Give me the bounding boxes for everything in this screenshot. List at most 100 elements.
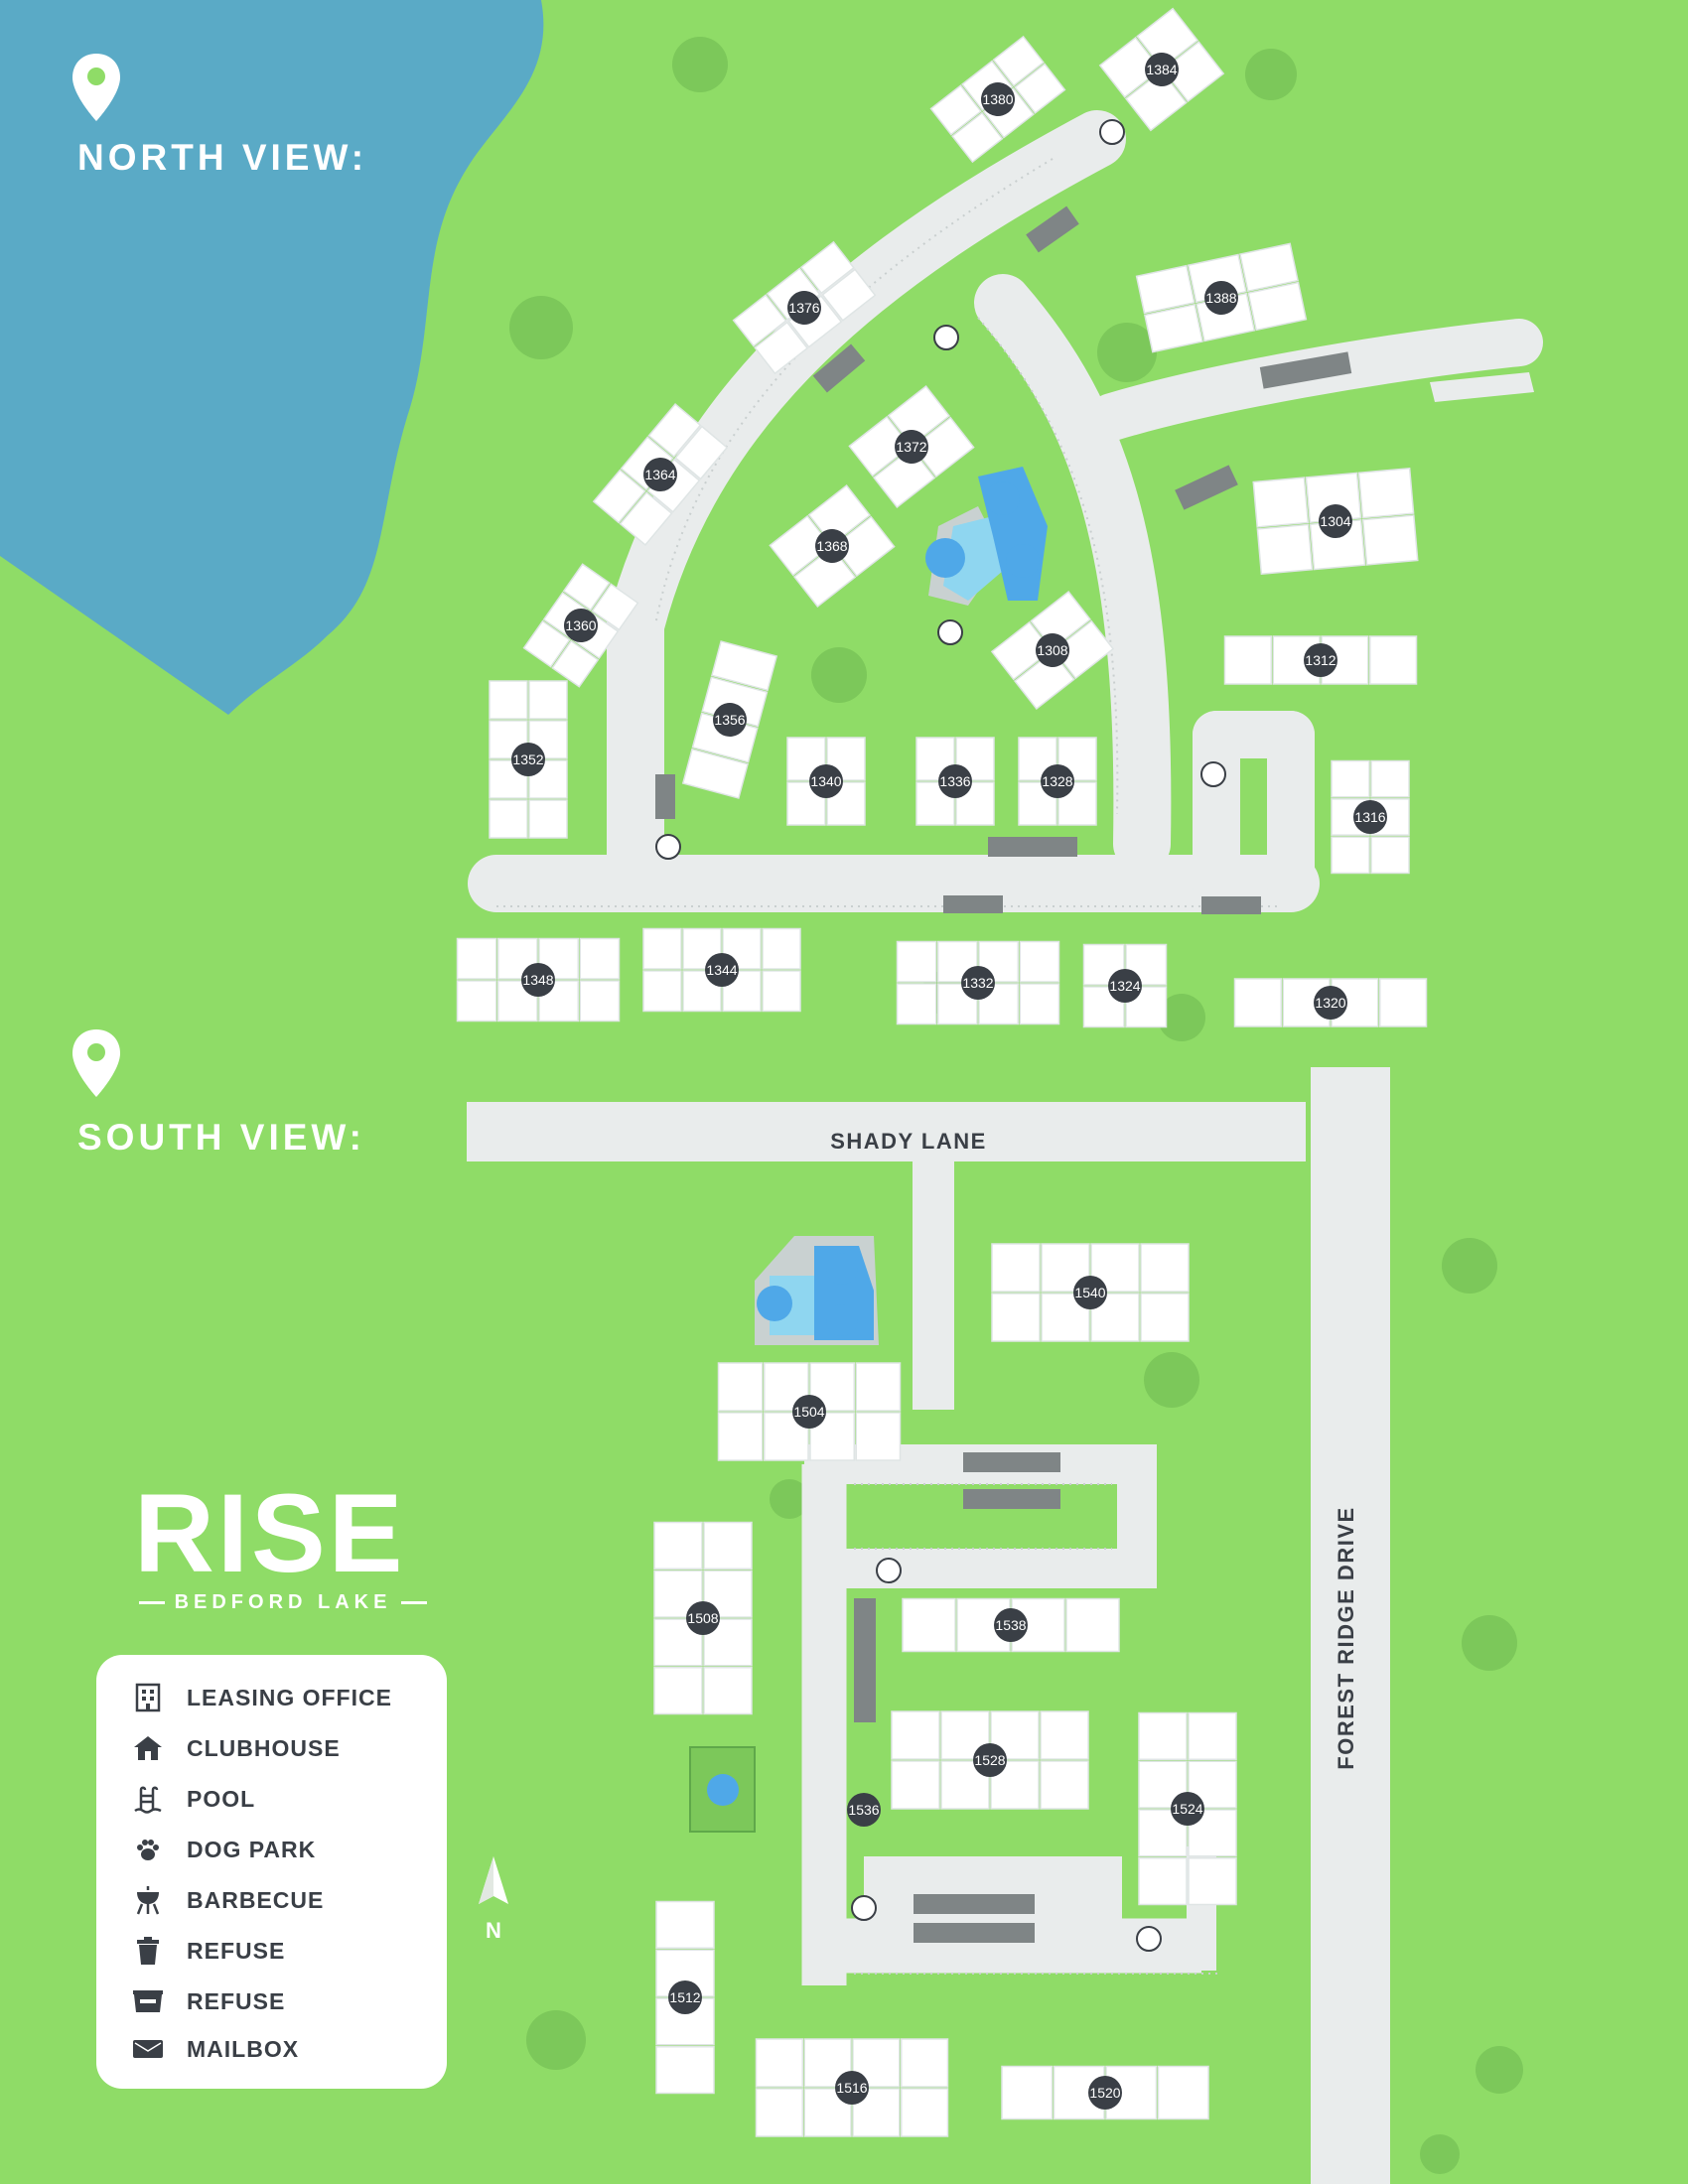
unit [655, 2046, 715, 2095]
unit [1223, 635, 1272, 685]
unit [755, 2038, 803, 2088]
building-number: 1304 [1320, 513, 1350, 529]
unit [1370, 759, 1410, 798]
legend-item-refuse-bin: REFUSE [131, 1934, 285, 1968]
divider [401, 1601, 428, 1604]
legend-label: CLUBHOUSE [187, 1734, 341, 1761]
building-number: 1536 [848, 1802, 879, 1818]
unit [717, 1412, 764, 1461]
unit [848, 415, 912, 478]
unit [1135, 264, 1196, 315]
unit [1019, 940, 1060, 983]
building-number: 1312 [1305, 652, 1336, 668]
leasing-office-icon [131, 1681, 165, 1714]
unit [489, 680, 528, 720]
unit [562, 563, 611, 612]
unit [855, 1412, 902, 1461]
unit [762, 927, 801, 970]
building: 1520 [1001, 2065, 1209, 2120]
unit [1124, 69, 1188, 132]
building-number: 1376 [788, 300, 819, 316]
unit [711, 640, 778, 692]
unit [1098, 36, 1162, 98]
unit [1357, 467, 1415, 519]
legend-item-clubhouse: CLUBHOUSE [131, 1731, 341, 1765]
unit [1256, 523, 1314, 576]
legend-item-pool: POOL [131, 1782, 255, 1816]
building-number: 1516 [836, 2080, 867, 2096]
building-number-badge [643, 458, 677, 491]
building: 1340 [786, 737, 866, 826]
legend-item-refuse-dumpster: REFUSE [131, 1984, 285, 2018]
building-number-badge [835, 2071, 869, 2105]
unit [647, 403, 702, 459]
building: 1304 [1252, 467, 1419, 576]
unit [551, 639, 600, 688]
legend-item-barbecue: BARBECUE [131, 1883, 324, 1917]
building-number-badge [895, 430, 928, 464]
legend-label: DOG PARK [187, 1836, 317, 1862]
building-number-badge [973, 1743, 1007, 1777]
building-number: 1324 [1109, 978, 1140, 994]
unit [579, 937, 621, 980]
building: 1336 [915, 737, 995, 826]
compass-label: N [486, 1918, 501, 1943]
unit [891, 1710, 940, 1760]
building: 1356 [681, 640, 778, 799]
unit [1379, 978, 1428, 1027]
unit [991, 1243, 1041, 1293]
building-number-badge [1319, 504, 1352, 538]
brand-subtitle-row: BEDFORD LAKE [139, 1591, 428, 1614]
unit [951, 111, 1004, 164]
unit [732, 294, 787, 347]
unit [591, 583, 639, 631]
unit [528, 799, 568, 839]
building-number-badge [1108, 969, 1142, 1003]
map-pin-icon [72, 1029, 120, 1097]
building-number: 1328 [1042, 773, 1072, 789]
divider [139, 1601, 165, 1604]
legend-label: REFUSE [187, 1987, 286, 2014]
building: 1348 [456, 937, 621, 1023]
pool-icon [131, 1782, 165, 1816]
building: 1324 [1082, 943, 1168, 1028]
building: 1364 [592, 403, 729, 546]
unit [755, 2088, 803, 2137]
legend-label: REFUSE [187, 1937, 286, 1964]
unit [1040, 1760, 1089, 1810]
unit [872, 447, 936, 508]
building-number-badge [809, 764, 843, 798]
unit [912, 416, 975, 478]
unit [642, 927, 682, 970]
building-number-badge [847, 1793, 881, 1827]
unit [1144, 303, 1203, 353]
unit [456, 937, 497, 980]
unit [1188, 1857, 1237, 1906]
building-number-badge [815, 529, 849, 563]
building-number-badge [1314, 986, 1347, 1020]
unit [896, 940, 937, 983]
refuse-bins [655, 119, 1226, 1952]
building-number-badge [1204, 281, 1238, 315]
building: 1512 [655, 1900, 715, 2095]
unit [1239, 242, 1299, 293]
building-number: 1364 [644, 467, 675, 482]
unit [1014, 63, 1066, 114]
building-number-badge [1304, 643, 1337, 677]
unit [1030, 591, 1092, 650]
unit [1140, 1243, 1190, 1293]
building: 1388 [1135, 242, 1308, 353]
building-number: 1360 [565, 617, 596, 633]
building-number-badge [521, 963, 555, 997]
map-pin-icon [72, 54, 120, 121]
unit [1013, 650, 1075, 710]
unit [799, 240, 855, 295]
unit [991, 1293, 1041, 1342]
unit [929, 84, 982, 136]
unit [887, 385, 951, 447]
building: 1508 [653, 1521, 753, 1715]
building-number: 1528 [974, 1752, 1005, 1768]
building: 1524 [1138, 1711, 1237, 1906]
unit [681, 748, 749, 799]
